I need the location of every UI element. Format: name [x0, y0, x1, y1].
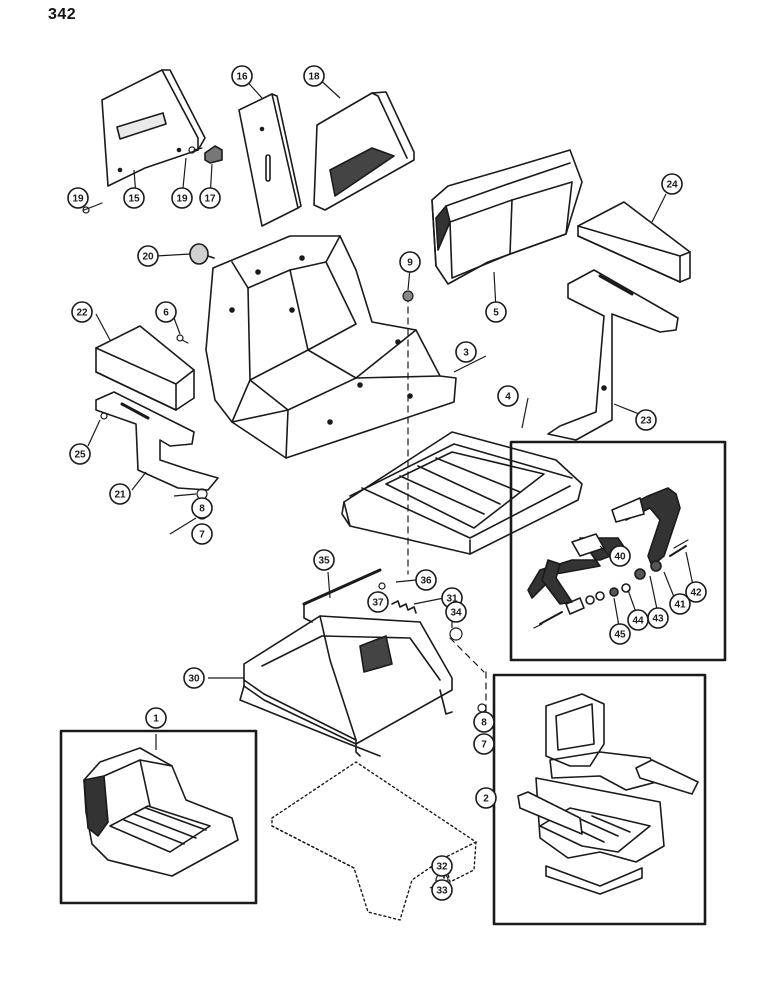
callout-40: 40 — [609, 545, 631, 567]
callout-18: 18 — [303, 65, 325, 87]
callout-19: 19 — [67, 187, 89, 209]
callout-label: 36 — [420, 576, 432, 587]
callout-35: 35 — [313, 549, 335, 571]
callout-7: 7 — [191, 523, 213, 545]
callout-8: 8 — [191, 497, 213, 519]
seat-shell-3 — [205, 235, 457, 459]
callout-label: 7 — [199, 530, 205, 541]
callout-4: 4 — [497, 385, 519, 407]
armrest-pad-24 — [577, 201, 691, 283]
callout-33: 33 — [431, 879, 453, 901]
callout-label: 23 — [640, 416, 652, 427]
callout-45: 45 — [609, 623, 631, 645]
side-panel-18 — [313, 91, 415, 211]
callout-label: 16 — [236, 72, 248, 83]
callout-label: 37 — [372, 598, 384, 609]
suspension-cover — [271, 761, 477, 921]
callout-41: 41 — [669, 593, 691, 615]
callout-label: 1 — [153, 714, 159, 725]
callout-43: 43 — [647, 607, 669, 629]
callout-label: 8 — [481, 718, 487, 729]
callout-16: 16 — [231, 65, 253, 87]
callout-label: 9 — [407, 258, 413, 269]
seat-belt-assembly — [527, 487, 687, 625]
knob-20 — [189, 243, 215, 265]
callout-22: 22 — [71, 301, 93, 323]
callout-label: 17 — [204, 194, 216, 205]
callout-8: 8 — [473, 711, 495, 733]
seat-cushion-4 — [341, 431, 583, 555]
callout-label: 21 — [114, 490, 126, 501]
page-number: 342 — [48, 6, 77, 23]
spring-31 — [391, 600, 417, 614]
callout-2: 2 — [475, 787, 497, 809]
armrest-bracket-23 — [547, 269, 679, 441]
callout-label: 32 — [436, 862, 448, 873]
callout-label: 22 — [76, 308, 88, 319]
callout-label: 34 — [450, 608, 462, 619]
callout-17: 17 — [199, 187, 221, 209]
callout-label: 19 — [72, 194, 84, 205]
callout-25: 25 — [69, 443, 91, 465]
callout-23: 23 — [635, 409, 657, 431]
callout-5: 5 — [485, 301, 507, 323]
callout-42: 42 — [685, 581, 707, 603]
callout-label: 20 — [142, 252, 154, 263]
armrest-bracket-21 — [95, 391, 219, 491]
callout-label: 30 — [188, 674, 200, 685]
callout-label: 35 — [318, 556, 330, 567]
callout-label: 19 — [176, 194, 188, 205]
callout-label: 24 — [666, 180, 678, 191]
callout-30: 30 — [183, 667, 205, 689]
callout-36: 36 — [415, 569, 437, 591]
callout-label: 45 — [614, 630, 626, 641]
callout-label: 42 — [690, 588, 702, 599]
side-panel-15 — [101, 69, 206, 187]
callout-label: 2 — [483, 794, 489, 805]
callout-label: 4 — [505, 392, 511, 403]
callout-label: 25 — [74, 450, 86, 461]
seat-base-30 — [239, 615, 453, 757]
callout-34: 34 — [445, 601, 467, 623]
callout-label: 43 — [652, 614, 664, 625]
callout-24: 24 — [661, 173, 683, 195]
callout-label: 15 — [128, 194, 140, 205]
callout-label: 18 — [308, 72, 320, 83]
callout-label: 41 — [674, 600, 686, 611]
seat-assembly-1 — [83, 747, 239, 877]
armrest-pad-22 — [95, 325, 195, 411]
callout-label: 44 — [632, 616, 644, 627]
callout-label: 8 — [199, 504, 205, 515]
seat-assembly-2 — [517, 693, 699, 895]
callout-label: 6 — [163, 308, 169, 319]
callout-7: 7 — [473, 733, 495, 755]
callout-19: 19 — [171, 187, 193, 209]
callout-9: 9 — [399, 251, 421, 273]
callout-1: 1 — [145, 707, 167, 729]
callout-20: 20 — [137, 245, 159, 267]
callout-label: 40 — [614, 552, 626, 563]
callout-label: 31 — [446, 594, 458, 605]
callout-21: 21 — [109, 483, 131, 505]
side-panel-16 — [238, 93, 302, 227]
callout-label: 5 — [493, 308, 499, 319]
callout-label: 3 — [463, 348, 469, 359]
callout-3: 3 — [455, 341, 477, 363]
callout-37: 37 — [367, 591, 389, 613]
callout-44: 44 — [627, 609, 649, 631]
callout-label: 7 — [481, 740, 487, 751]
callout-15: 15 — [123, 187, 145, 209]
callout-label: 33 — [436, 886, 448, 897]
rod-35 — [302, 568, 382, 623]
back-cushion-5 — [431, 149, 583, 285]
clip-17 — [204, 145, 223, 164]
callout-6: 6 — [155, 301, 177, 323]
callout-32: 32 — [431, 855, 453, 877]
